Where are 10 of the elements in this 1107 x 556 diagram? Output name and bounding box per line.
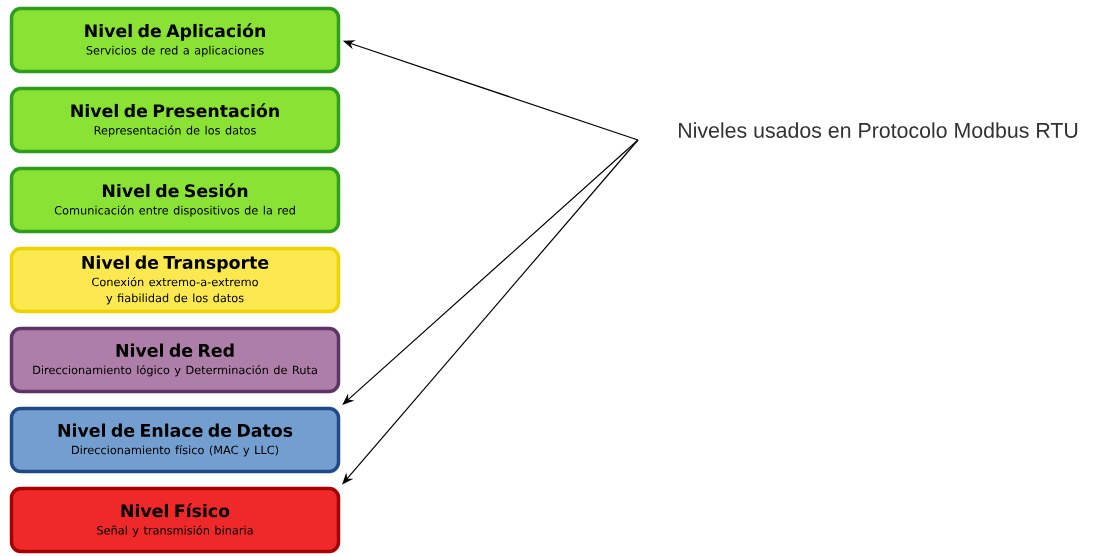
- note-text: Niveles usados en Protocolo Modbus RTU: [679, 122, 1078, 138]
- layer-box: Nivel de Transporte Conexión extremo-a-extremo y fiabilidad de los datos: [9, 246, 341, 314]
- layer-box: Nivel Físico Señal y transmisión binaria: [9, 486, 341, 554]
- layer-box: Nivel de Sesión Comunicación entre dispositivos de la red: [9, 166, 341, 234]
- layer-box: Nivel de Presentación Representación de los datos: [9, 86, 341, 154]
- layer-box: Nivel de Red Direccionamiento lógico y Determinación de Ruta: [9, 326, 341, 394]
- layer-box: Nivel de Enlace de Datos Direccionamiento físico (MAC y LLC): [9, 406, 341, 474]
- layer-box: Nivel de Aplicación Servicios de red a aplicaciones: [9, 6, 341, 74]
- arrow: [342, 139, 639, 405]
- arrow: [342, 139, 639, 485]
